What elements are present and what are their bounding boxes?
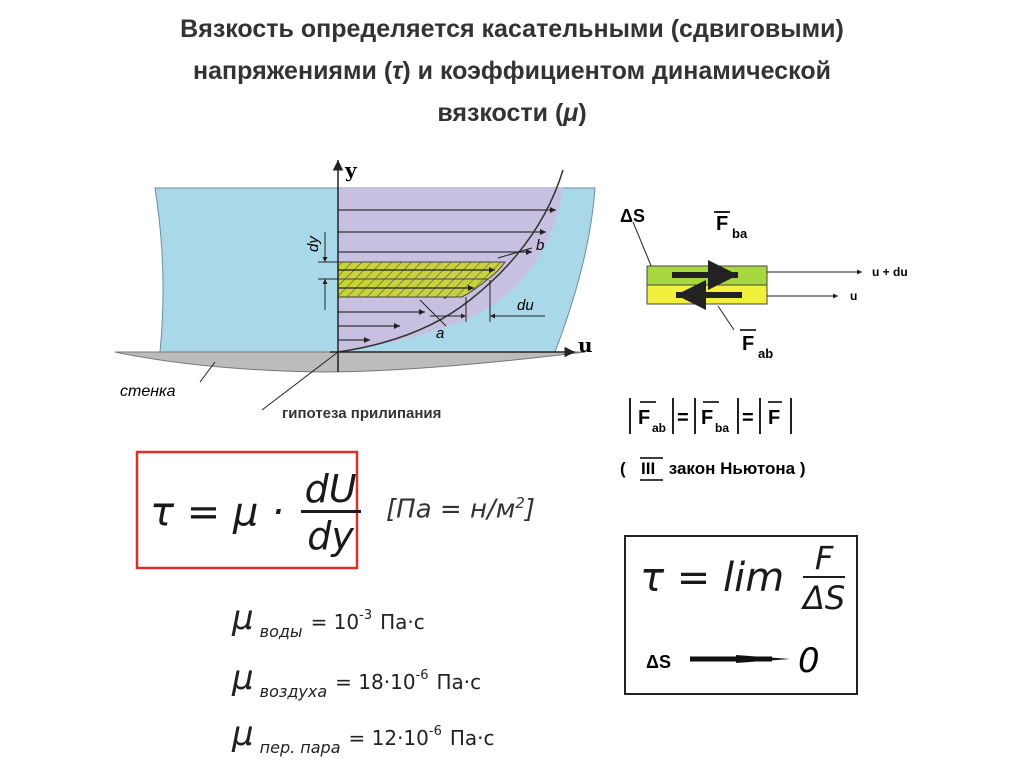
limit-zero: 0 (798, 641, 820, 681)
hypothesis-label: гипотеза прилипания (282, 405, 441, 422)
svg-text:=: = (742, 407, 754, 429)
title-line-1: Вязкость определяется касательными (сдви… (180, 15, 844, 43)
wall-label: стенка (120, 383, 176, 400)
u-du-label: u + du (872, 265, 908, 279)
wall (114, 351, 586, 373)
svg-text:F: F (768, 407, 780, 429)
newton-equation: F ab = F ba = F (629, 398, 792, 435)
limit-formula: τ = lim F ΔS (640, 539, 846, 617)
svg-text:III: III (641, 459, 655, 478)
limit-arrow (736, 655, 790, 663)
viscosity-formula: τ = μ · dU dy (150, 470, 361, 555)
u-axis-label: u (578, 333, 593, 357)
svg-text:F: F (701, 407, 713, 429)
dy-label: dy (305, 235, 322, 252)
dS-label: ΔS (620, 206, 645, 226)
newton-law-caption: ( III закон Ньютона ) (620, 457, 805, 481)
limit-dS: ΔS (646, 652, 671, 672)
F-ba-subscript: ba (732, 226, 748, 241)
svg-text:=: = (677, 407, 689, 429)
formula-units: [Па = н/м2] (386, 494, 536, 525)
y-axis-label: y (344, 158, 358, 182)
a-label: a (436, 325, 444, 342)
limit-fraction: F ΔS (802, 539, 846, 617)
du-label: du (517, 297, 534, 314)
svg-text:ab: ab (652, 421, 666, 435)
formula-fraction: dU dy (300, 470, 361, 555)
svg-text:F: F (638, 407, 650, 429)
title-line-3: вязкости (μ) (437, 99, 587, 127)
F-ab-label: F (742, 333, 754, 355)
slide-title: Вязкость определяется касательными (сдви… (20, 8, 1004, 134)
F-ba-label: F (716, 213, 728, 235)
svg-text:закон Ньютона ): закон Ньютона ) (664, 459, 805, 478)
b-label: b (536, 237, 544, 254)
u-label: u (850, 289, 857, 303)
svg-text:ba: ba (715, 421, 729, 435)
limit-box (624, 535, 858, 695)
velocity-profile-curve (337, 169, 564, 353)
title-line-2: напряжениями (τ) и коэффициентом динамич… (193, 57, 831, 85)
svg-text:(: ( (620, 459, 630, 478)
F-ab-subscript: ab (758, 346, 773, 361)
